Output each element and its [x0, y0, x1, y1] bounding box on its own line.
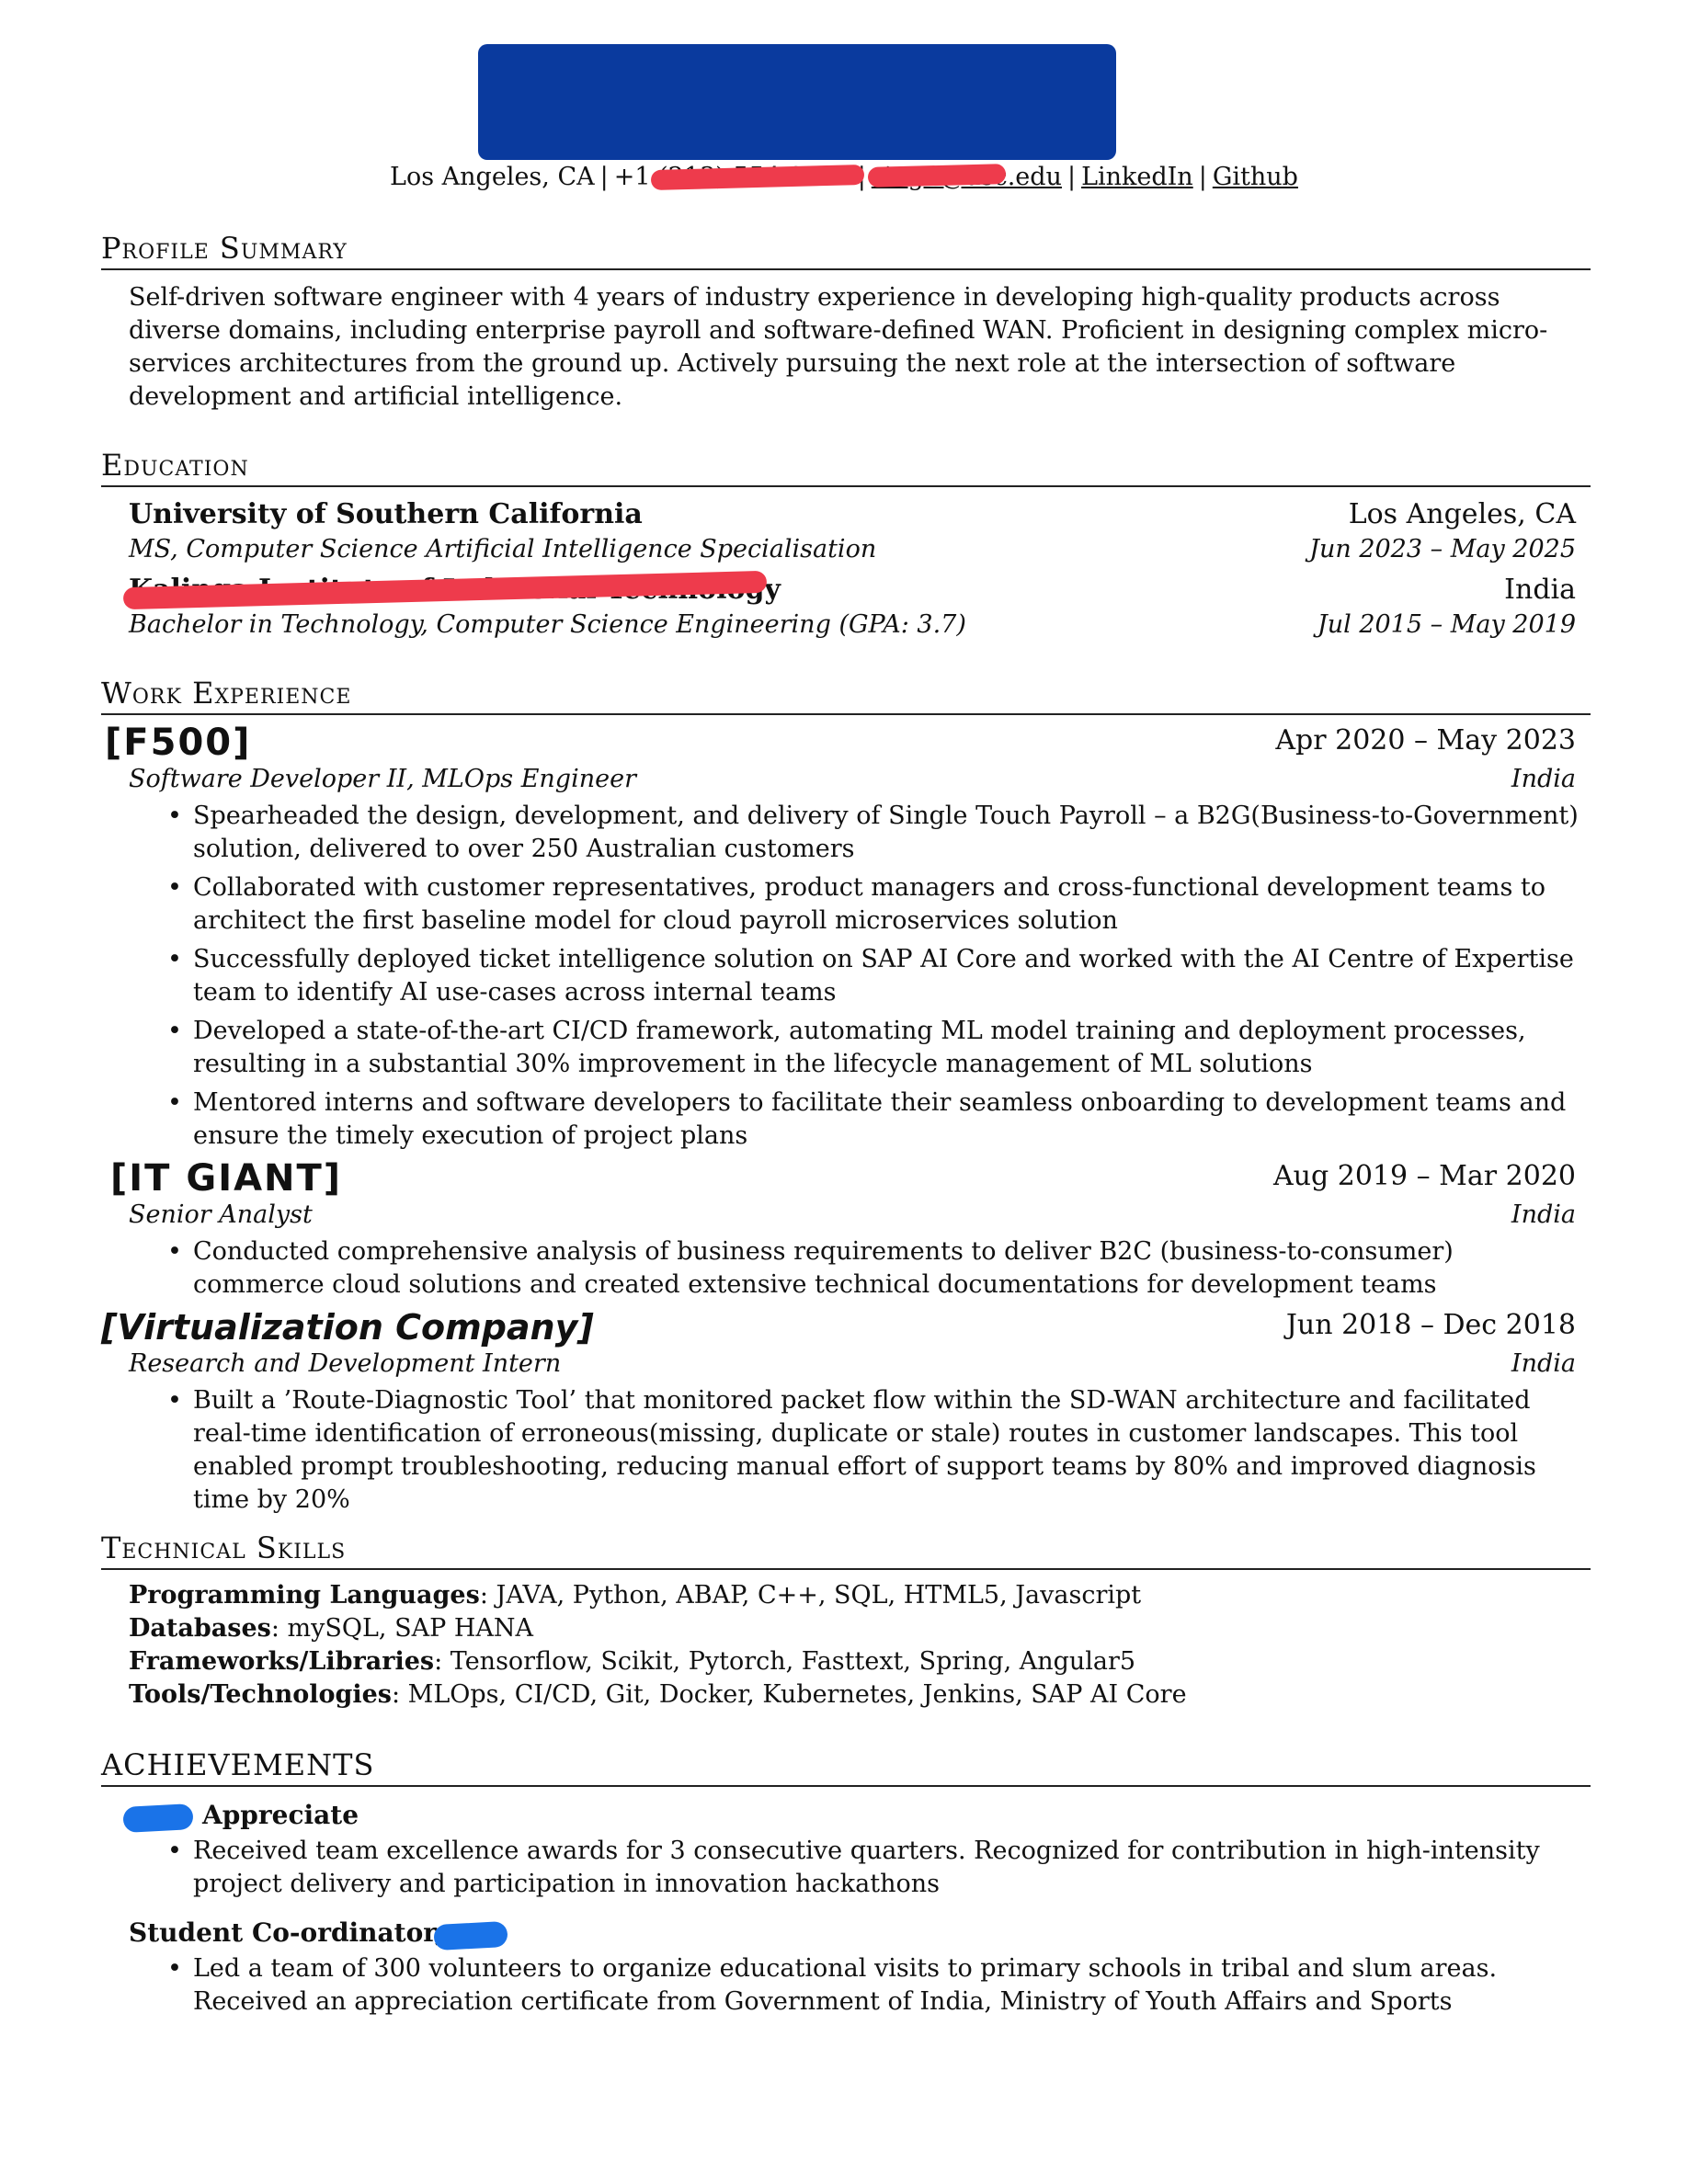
list-item: Collaborated with customer representativ…	[167, 871, 1591, 938]
education-item: University of Southern California Los An…	[101, 496, 1591, 533]
education-item: Kalinga Institute of Industrial Technolo…	[101, 570, 1591, 610]
achievement-bullets: Led a team of 300 volunteers to organize…	[101, 1952, 1591, 2019]
job-location: India	[1511, 765, 1576, 793]
skill-row: Tools/Technologies: MLOps, CI/CD, Git, D…	[129, 1678, 1591, 1712]
job-bullets: Spearheaded the design, development, and…	[101, 800, 1591, 1153]
job-dates: Jun 2018 – Dec 2018	[1285, 1309, 1576, 1341]
list-item: Mentored interns and software developers…	[167, 1086, 1591, 1153]
job-header: [Virtualization Company] Jun 2018 – Dec …	[101, 1307, 1591, 1348]
education-dates: Jul 2015 – May 2019	[1317, 610, 1576, 639]
work-experience-section: Work Experience [F500] Apr 2020 – May 20…	[101, 675, 1591, 1522]
skill-label: Programming Languages	[129, 1581, 480, 1610]
job-header: [IT GIANT] Aug 2019 – Mar 2020	[101, 1158, 1591, 1199]
job-role-row: Software Developer II, MLOps Engineer In…	[101, 763, 1591, 798]
profile-summary-text: Self-driven software engineer with 4 yea…	[129, 283, 1548, 411]
school-name-redacted: Kalinga Institute of Industrial Technolo…	[122, 570, 781, 610]
skill-label: Tools/Technologies	[129, 1680, 392, 1709]
education-section: Education University of Southern Califor…	[101, 447, 1591, 645]
education-degree-row: Bachelor in Technology, Computer Science…	[101, 609, 1591, 645]
achievement-redaction-mark	[122, 1803, 194, 1833]
list-item: Conducted comprehensive analysis of busi…	[167, 1235, 1591, 1302]
contact-location: Los Angeles, CA	[390, 163, 595, 191]
job-bullets: Conducted comprehensive analysis of busi…	[101, 1235, 1591, 1302]
achievement-redaction-mark	[433, 1920, 508, 1951]
degree: Bachelor in Technology, Computer Science…	[129, 610, 966, 639]
achievements-section: ACHIEVEMENTS Appreciate Received team ex…	[101, 1746, 1591, 2024]
list-item: Developed a state-of-the-art CI/CD frame…	[167, 1015, 1591, 1081]
contact-phone: +1 (213) 554-2525	[614, 162, 864, 193]
achievement-title: Student Co-ordinator,	[129, 1916, 1591, 1951]
job-role-row: Research and Development Intern India	[101, 1348, 1591, 1382]
job-role: Senior Analyst	[129, 1200, 313, 1229]
job-bullets: Built a ’Route-Diagnostic Tool’ that mon…	[101, 1384, 1591, 1517]
job-location: India	[1511, 1200, 1576, 1229]
job-location: India	[1511, 1349, 1576, 1378]
github-link[interactable]: Github	[1212, 163, 1298, 191]
contact-line: Los Angeles, CA|+1 (213) 554-2525|singh@…	[390, 162, 1298, 193]
email-redaction-mark	[867, 164, 1007, 188]
skill-label: Frameworks/Libraries	[129, 1647, 435, 1676]
skill-value: : mySQL, SAP HANA	[270, 1614, 534, 1643]
section-title-skills: Technical Skills	[101, 1530, 1591, 1570]
section-title-achievements: ACHIEVEMENTS	[101, 1746, 1591, 1787]
linkedin-link[interactable]: LinkedIn	[1081, 163, 1193, 191]
job-role: Software Developer II, MLOps Engineer	[129, 765, 636, 793]
education-degree-row: MS, Computer Science Artificial Intellig…	[101, 533, 1591, 572]
degree: MS, Computer Science Artificial Intellig…	[129, 535, 877, 563]
job-dates: Apr 2020 – May 2023	[1275, 724, 1576, 756]
name-redaction-block	[478, 44, 1116, 160]
school-location: Los Angeles, CA	[1348, 498, 1576, 530]
skill-value: : MLOps, CI/CD, Git, Docker, Kubernetes,…	[392, 1680, 1187, 1709]
job-role: Research and Development Intern	[129, 1349, 562, 1378]
section-title-work: Work Experience	[101, 675, 1591, 715]
profile-summary-section: Profile Summary Self-driven software eng…	[101, 230, 1591, 414]
contact-email-link[interactable]: singh@usc.edu	[867, 162, 1062, 193]
school-name: University of Southern California	[129, 498, 643, 530]
list-item: Led a team of 300 volunteers to organize…	[167, 1952, 1591, 2019]
technical-skills-section: Technical Skills Programming Languages: …	[101, 1530, 1591, 1712]
skill-row: Databases: mySQL, SAP HANA	[129, 1612, 1591, 1645]
company-name: [F500]	[105, 722, 252, 764]
skill-value: : Tensorflow, Scikit, Pytorch, Fasttext,…	[434, 1647, 1136, 1676]
company-name: [Virtualization Company]	[101, 1307, 594, 1348]
job-role-row: Senior Analyst India	[101, 1199, 1591, 1234]
section-title-education: Education	[101, 447, 1591, 487]
education-dates: Jun 2023 – May 2025	[1309, 535, 1576, 563]
achievement-title: Appreciate	[122, 1798, 1591, 1833]
skills-list: Programming Languages: JAVA, Python, ABA…	[129, 1579, 1591, 1712]
skill-value: : JAVA, Python, ABAP, C++, SQL, HTML5, J…	[479, 1581, 1142, 1610]
section-title-profile: Profile Summary	[101, 230, 1591, 270]
job-dates: Aug 2019 – Mar 2020	[1273, 1160, 1576, 1192]
achievement-bullets: Received team excellence awards for 3 co…	[101, 1835, 1591, 1901]
skill-row: Frameworks/Libraries: Tensorflow, Scikit…	[129, 1645, 1591, 1678]
list-item: Spearheaded the design, development, and…	[167, 800, 1591, 866]
skill-label: Databases	[129, 1614, 271, 1643]
company-name: [IT GIANT]	[110, 1157, 343, 1200]
school-location: India	[1504, 574, 1576, 606]
list-item: Built a ’Route-Diagnostic Tool’ that mon…	[167, 1384, 1591, 1517]
skill-row: Programming Languages: JAVA, Python, ABA…	[129, 1579, 1591, 1612]
list-item: Received team excellence awards for 3 co…	[167, 1835, 1591, 1901]
job-header: [F500] Apr 2020 – May 2023	[101, 722, 1591, 763]
list-item: Successfully deployed ticket intelligenc…	[167, 943, 1591, 1009]
